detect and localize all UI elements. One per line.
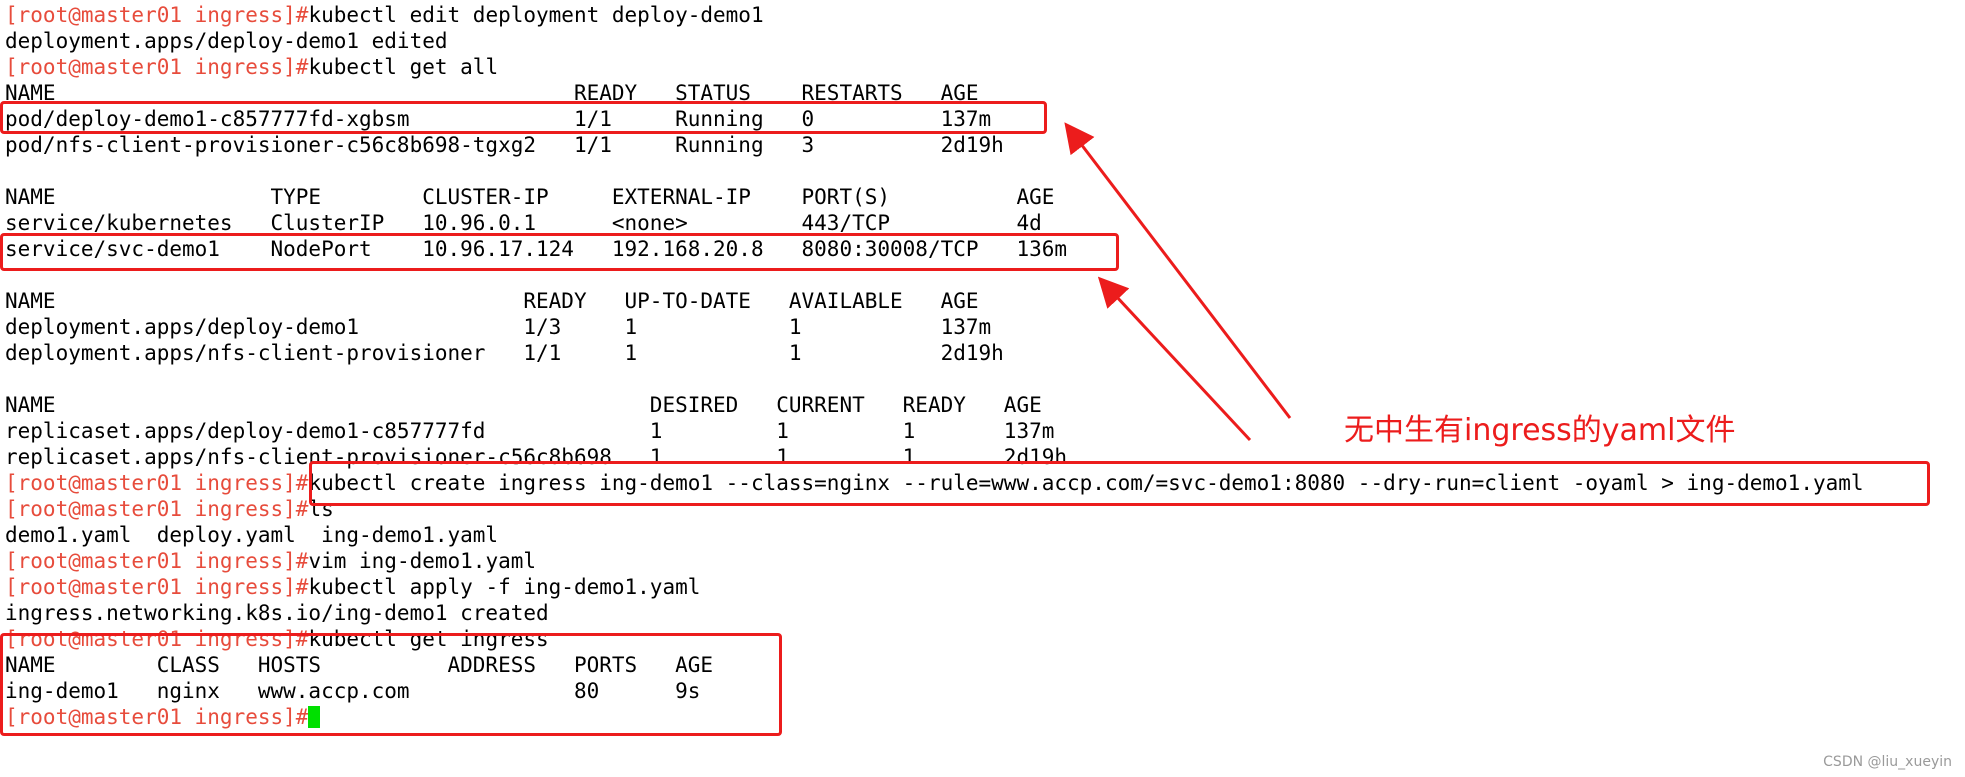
terminal-cursor (308, 706, 321, 728)
output-text: ing-demo1 nginx www.accp.com 80 9s (5, 679, 701, 703)
terminal-output-line: service/kubernetes ClusterIP 10.96.0.1 <… (5, 210, 1864, 236)
output-text: replicaset.apps/nfs-client-provisioner-c… (5, 445, 1068, 469)
terminal-command-line: [root@master01 ingress]#kubectl get all (5, 54, 1864, 80)
terminal-output-line: replicaset.apps/deploy-demo1-c857777fd 1… (5, 418, 1864, 444)
terminal-command-line: [root@master01 ingress]#kubectl edit dep… (5, 2, 1864, 28)
output-text: NAME CLASS HOSTS ADDRESS PORTS AGE (5, 653, 714, 677)
shell-command: kubectl create ingress ing-demo1 --class… (308, 471, 1864, 495)
output-text: replicaset.apps/deploy-demo1-c857777fd 1… (5, 419, 1055, 443)
shell-command: vim ing-demo1.yaml (308, 549, 537, 573)
terminal-output-line: demo1.yaml deploy.yaml ing-demo1.yaml (5, 522, 1864, 548)
highlight-box-create-ingress (309, 461, 1930, 506)
shell-command: kubectl get ingress (308, 627, 549, 651)
terminal-output-line: replicaset.apps/nfs-client-provisioner-c… (5, 444, 1864, 470)
output-text: deployment.apps/nfs-client-provisioner 1… (5, 341, 1004, 365)
shell-command: kubectl edit deployment deploy-demo1 (308, 3, 764, 27)
terminal-output-line: pod/deploy-demo1-c857777fd-xgbsm 1/1 Run… (5, 106, 1864, 132)
arrow-to-pod (1064, 122, 1292, 419)
shell-prompt: [root@master01 ingress]# (5, 705, 309, 729)
output-text: pod/nfs-client-provisioner-c56c8b698-tgx… (5, 133, 1004, 157)
highlight-box-get-ingress (0, 633, 782, 736)
terminal-output-line: deployment.apps/nfs-client-provisioner 1… (5, 340, 1864, 366)
terminal-output-line: NAME READY UP-TO-DATE AVAILABLE AGE (5, 288, 1864, 314)
terminal-output-line: NAME TYPE CLUSTER-IP EXTERNAL-IP PORT(S)… (5, 184, 1864, 210)
output-text: NAME READY UP-TO-DATE AVAILABLE AGE (5, 289, 979, 313)
shell-prompt: [root@master01 ingress]# (5, 3, 309, 27)
annotation-label: 无中生有ingress的yaml文件 (1344, 413, 1736, 448)
highlight-box-service (0, 233, 1119, 271)
output-text: service/svc-demo1 NodePort 10.96.17.124 … (5, 237, 1068, 261)
terminal-command-line: [root@master01 ingress]#kubectl apply -f… (5, 574, 1864, 600)
watermark: CSDN @liu_xueyin (1823, 754, 1952, 770)
shell-command: kubectl apply -f ing-demo1.yaml (308, 575, 701, 599)
output-text: NAME TYPE CLUSTER-IP EXTERNAL-IP PORT(S)… (5, 185, 1055, 209)
terminal-output-line: service/svc-demo1 NodePort 10.96.17.124 … (5, 236, 1864, 262)
shell-prompt: [root@master01 ingress]# (5, 471, 309, 495)
arrow-to-service (1097, 276, 1252, 442)
terminal-command-line: [root@master01 ingress]# (5, 704, 1864, 730)
terminal-output-line: NAME CLASS HOSTS ADDRESS PORTS AGE (5, 652, 1864, 678)
terminal-output-line: deployment.apps/deploy-demo1 edited (5, 28, 1864, 54)
output-text: deployment.apps/deploy-demo1 edited (5, 29, 448, 53)
shell-prompt: [root@master01 ingress]# (5, 55, 309, 79)
terminal-command-line: [root@master01 ingress]#kubectl get ingr… (5, 626, 1864, 652)
terminal-output-line: ing-demo1 nginx www.accp.com 80 9s (5, 678, 1864, 704)
terminal-command-line: [root@master01 ingress]#vim ing-demo1.ya… (5, 548, 1864, 574)
highlight-box-pod (0, 101, 1047, 134)
terminal-output-line: deployment.apps/deploy-demo1 1/3 1 1 137… (5, 314, 1864, 340)
terminal-output[interactable]: [root@master01 ingress]#kubectl edit dep… (5, 2, 1864, 730)
terminal-output-line: ingress.networking.k8s.io/ing-demo1 crea… (5, 600, 1864, 626)
shell-prompt: [root@master01 ingress]# (5, 549, 309, 573)
shell-command: ls (308, 497, 334, 521)
shell-prompt: [root@master01 ingress]# (5, 627, 309, 651)
output-text: ingress.networking.k8s.io/ing-demo1 crea… (5, 601, 549, 625)
output-text: demo1.yaml deploy.yaml ing-demo1.yaml (5, 523, 499, 547)
shell-command: kubectl get all (308, 55, 499, 79)
terminal-output-line: NAME DESIRED CURRENT READY AGE (5, 392, 1864, 418)
output-text: deployment.apps/deploy-demo1 1/3 1 1 137… (5, 315, 992, 339)
output-text: NAME DESIRED CURRENT READY AGE (5, 393, 1042, 417)
terminal-output-line: pod/nfs-client-provisioner-c56c8b698-tgx… (5, 132, 1864, 158)
shell-prompt: [root@master01 ingress]# (5, 497, 309, 521)
output-text: service/kubernetes ClusterIP 10.96.0.1 <… (5, 211, 1042, 235)
output-text: pod/deploy-demo1-c857777fd-xgbsm 1/1 Run… (5, 107, 992, 131)
shell-prompt: [root@master01 ingress]# (5, 575, 309, 599)
terminal-command-line: [root@master01 ingress]#kubectl create i… (5, 470, 1864, 496)
terminal-command-line: [root@master01 ingress]#ls (5, 496, 1864, 522)
